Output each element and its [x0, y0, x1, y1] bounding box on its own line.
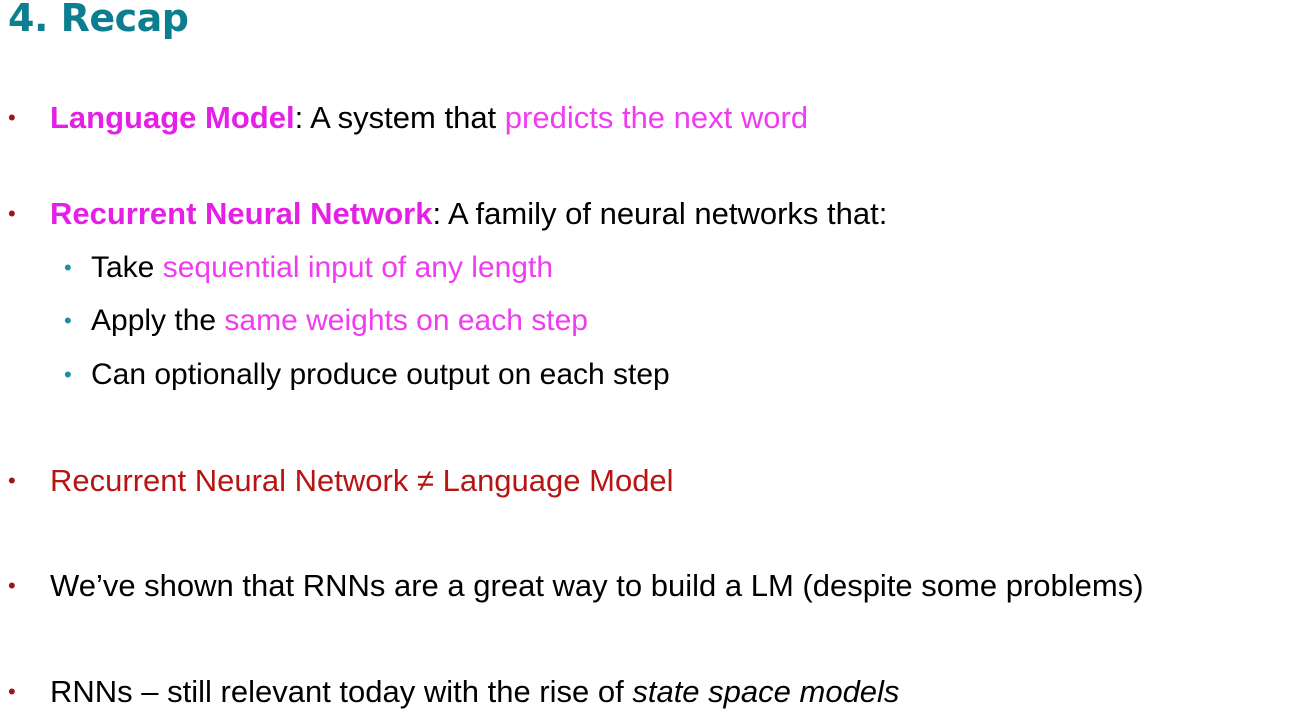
sub-bullet-dot: • [64, 362, 72, 387]
rnn-definition: : A family of neural networks that: [432, 196, 888, 231]
lm-definition-prefix: : A system that [294, 100, 505, 135]
bullet-dot: • [8, 105, 16, 130]
bullet-dot: • [8, 468, 16, 493]
bullet-text: Recurrent Neural Network ≠ Language Mode… [50, 463, 674, 498]
bullet-text: We’ve shown that RNNs are a great way to… [50, 568, 1144, 603]
bullet-text: Recurrent Neural Network: A family of ne… [50, 192, 887, 236]
lm-definition-highlight: predicts the next word [504, 100, 809, 135]
term-language-model: Language Model [50, 100, 295, 135]
term-rnn: Recurrent Neural Network [50, 196, 433, 231]
sub-item-prefix: Apply the [91, 304, 225, 337]
sub-item-highlight: same weights on each step [224, 304, 588, 337]
bullet-text: RNNs – still relevant today with the ris… [50, 670, 899, 714]
ssm-prefix: RNNs – still relevant today with the ris… [50, 674, 633, 709]
sub-item-highlight: sequential input of any length [162, 251, 554, 284]
sub-item-prefix: Take [91, 251, 163, 284]
sub-item-text: Take sequential input of any length [91, 246, 553, 290]
sub-item-prefix: Can optionally produce output on each st… [91, 358, 670, 391]
sub-item-text: Apply the same weights on each step [91, 299, 588, 343]
ssm-italic: state space models [632, 674, 900, 709]
sub-bullet-dot: • [64, 308, 72, 333]
sub-bullet-dot: • [64, 255, 72, 280]
bullet-dot: • [8, 201, 16, 226]
sub-item-text: Can optionally produce output on each st… [91, 353, 670, 397]
slide-title: 4. Recap [8, 0, 189, 40]
bullet-dot: • [8, 679, 16, 704]
bullet-dot: • [8, 573, 16, 598]
bullet-text: Language Model: A system that predicts t… [50, 96, 808, 140]
